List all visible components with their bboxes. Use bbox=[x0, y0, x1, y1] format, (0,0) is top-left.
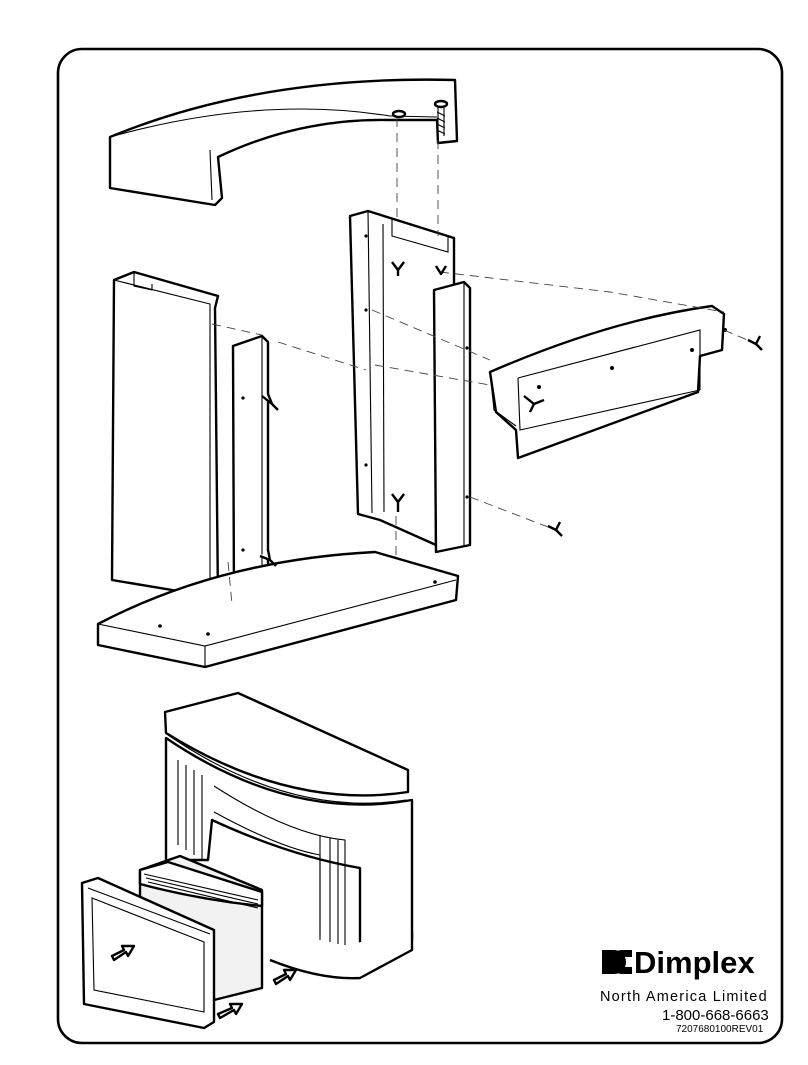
base-platform bbox=[96, 550, 460, 669]
document-code: 7207680100REV01 bbox=[676, 1024, 764, 1035]
arrow-icon bbox=[110, 944, 298, 1020]
page-border bbox=[56, 47, 784, 1045]
wing-nut-icon bbox=[259, 261, 763, 567]
assembled-fireplace bbox=[163, 691, 414, 980]
front-trim-frame bbox=[80, 876, 216, 1030]
brand-name: Dimplex bbox=[634, 945, 755, 980]
phone-number: 1-800-668-6663 bbox=[662, 1007, 769, 1024]
dimplex-logo-mark bbox=[602, 950, 632, 974]
brand-block: Dimplex North America Limited 1-800-668-… bbox=[600, 945, 769, 1035]
shelf-bracket-screws bbox=[391, 99, 449, 136]
left-inner-pilaster bbox=[231, 334, 270, 606]
company-name: North America Limited bbox=[600, 989, 768, 1005]
right-outer-panel bbox=[488, 304, 727, 460]
left-outer-panel bbox=[110, 270, 220, 602]
right-inner-pilaster bbox=[432, 280, 472, 554]
alignment-lines bbox=[211, 118, 753, 605]
top-mantel-shelf bbox=[108, 78, 459, 207]
